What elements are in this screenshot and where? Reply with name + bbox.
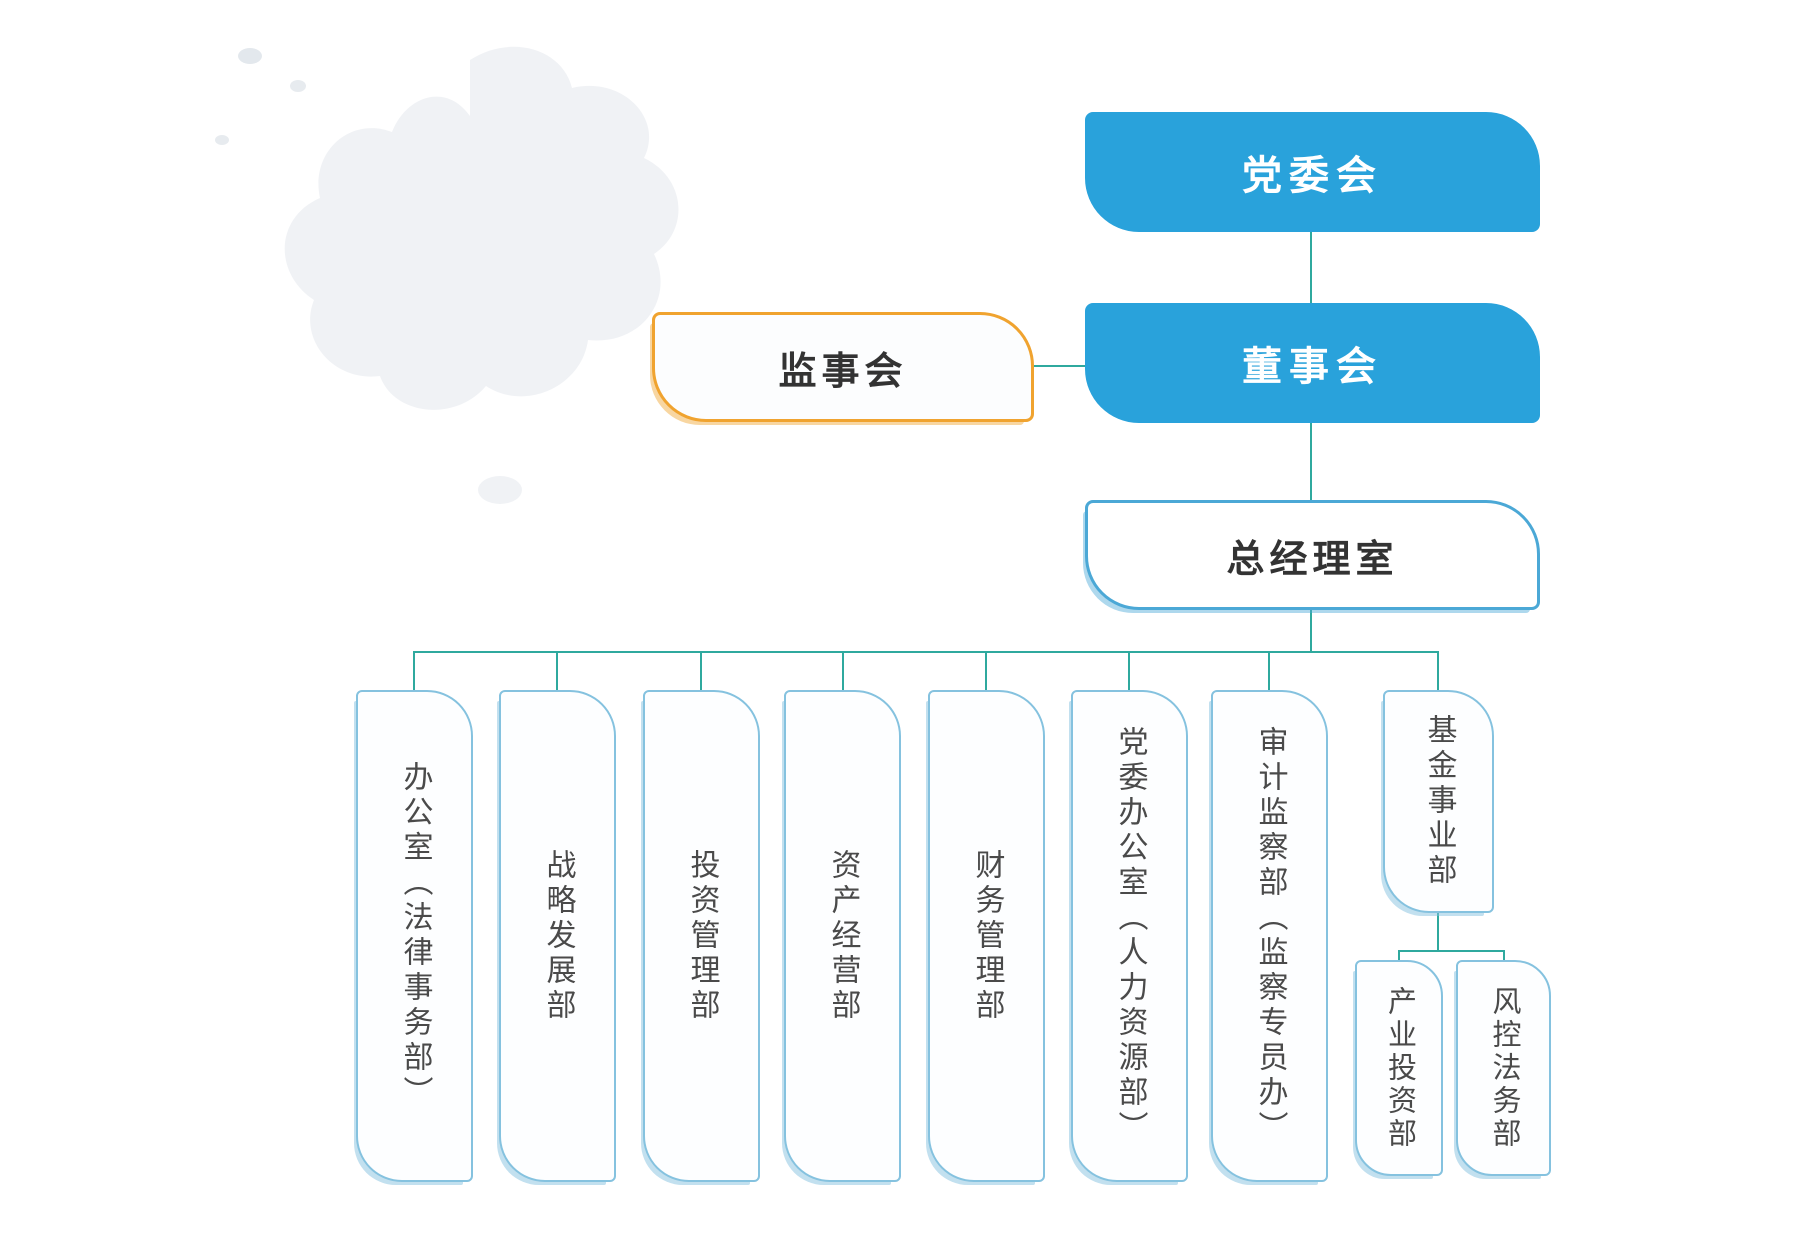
connector-drop-dept-2 [556,651,558,690]
node-dept-party-office-hr-label: 党委办公室（人力资源部） [1113,726,1147,1146]
node-subdept-industrial-investment-label: 产业投资部 [1383,985,1416,1151]
connector-department-bus [413,651,1439,653]
connector-fund-to-subbus [1437,913,1439,950]
node-supervisory-board: 监事会 [652,312,1034,422]
connector-drop-dept-3 [700,651,702,690]
node-board-of-directors-label: 董事会 [1242,345,1383,389]
node-dept-strategy-development: 战略发展部 [499,690,616,1182]
connector-drop-dept-1 [413,651,415,690]
connector-fund-subbus [1398,950,1505,952]
node-dept-investment-management-label: 投资管理部 [685,848,719,1024]
node-dept-asset-operations: 资产经营部 [784,690,901,1182]
node-party-committee: 党委会 [1085,112,1540,232]
connector-drop-dept-5 [985,651,987,690]
node-general-manager-office: 总经理室 [1085,500,1540,610]
node-dept-party-office-hr: 党委办公室（人力资源部） [1071,690,1188,1182]
node-general-manager-office-label: 总经理室 [1226,538,1399,581]
node-dept-office-legal: 办公室（法律事务部） [356,690,473,1182]
node-dept-fund-business-label: 基金事业部 [1422,714,1456,889]
connector-drop-dept-7 [1268,651,1270,690]
node-dept-audit-supervision-label: 审计监察部（监察专员办） [1253,726,1287,1146]
node-board-of-directors: 董事会 [1085,303,1540,423]
connector-drop-dept-6 [1128,651,1130,690]
connector-supervisory-to-board [1034,365,1085,367]
node-subdept-risk-legal-label: 风控法务部 [1488,985,1520,1151]
node-dept-audit-supervision: 审计监察部（监察专员办） [1211,690,1328,1182]
connector-drop-sub-1 [1398,950,1400,961]
map-watermark [215,46,679,504]
node-subdept-risk-legal: 风控法务部 [1456,960,1551,1176]
node-dept-fund-business: 基金事业部 [1383,690,1494,913]
connector-gm-to-bus [1310,610,1312,652]
node-party-committee-label: 党委会 [1242,154,1383,198]
connector-board-to-gm [1310,423,1312,500]
connector-party-to-board [1310,232,1312,303]
connector-drop-dept-4 [842,651,844,690]
node-dept-asset-operations-label: 资产经营部 [826,848,860,1024]
node-subdept-industrial-investment: 产业投资部 [1355,960,1443,1176]
node-dept-finance-management-label: 财务管理部 [970,848,1004,1024]
node-dept-investment-management: 投资管理部 [643,690,760,1182]
node-dept-office-legal-label: 办公室（法律事务部） [398,761,432,1111]
node-dept-finance-management: 财务管理部 [928,690,1045,1182]
node-supervisory-board-label: 监事会 [778,350,908,393]
connector-drop-dept-8 [1437,651,1439,690]
node-dept-strategy-development-label: 战略发展部 [541,848,575,1024]
connector-drop-sub-2 [1503,950,1505,961]
